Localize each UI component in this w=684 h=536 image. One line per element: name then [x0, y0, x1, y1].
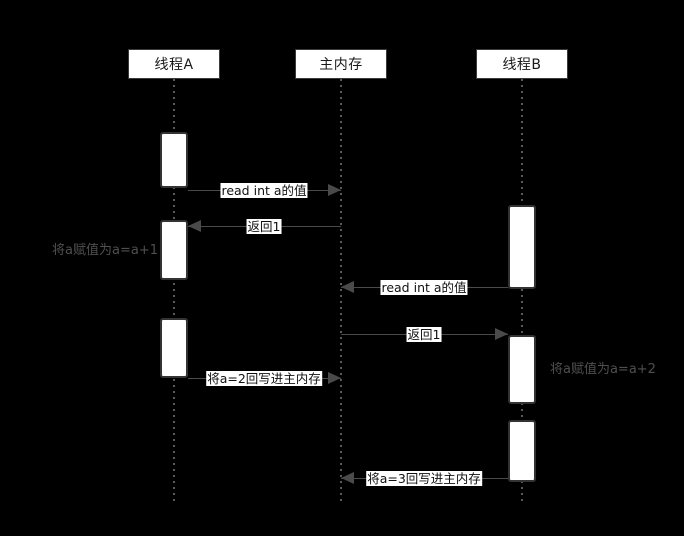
message-label-return-2: 返回1 — [406, 327, 442, 342]
message-label-writeback-2: 将a=2回写进主内存 — [206, 371, 322, 386]
activation-bar-thread-b-1 — [508, 205, 536, 289]
arrowhead-left-icon — [341, 472, 354, 484]
activation-bar-thread-a-3 — [160, 318, 188, 378]
arrowhead-right-icon — [328, 372, 341, 384]
participant-main-memory[interactable]: 主内存 — [295, 49, 387, 79]
lifeline-thread-a — [173, 79, 175, 505]
activation-bar-thread-a-2 — [160, 220, 188, 280]
activation-bar-thread-a-1 — [160, 132, 188, 188]
message-label-writeback-3: 将a=3回写进主内存 — [366, 471, 482, 486]
participant-thread-b[interactable]: 线程B — [476, 49, 568, 79]
arrowhead-right-icon — [328, 184, 341, 196]
activation-bar-thread-b-2 — [508, 335, 536, 404]
message-label-return-1: 返回1 — [246, 219, 282, 234]
message-label-read-a-2: read int a的值 — [380, 280, 468, 295]
activation-bar-thread-b-3 — [508, 420, 536, 482]
note-thread-a-assignment: 将a赋值为a=a+1 — [52, 243, 158, 258]
arrowhead-left-icon — [341, 281, 354, 293]
lifeline-thread-b — [521, 79, 523, 505]
note-thread-b-assignment: 将a赋值为a=a+2 — [550, 362, 656, 377]
arrowhead-right-icon — [495, 328, 508, 340]
participant-thread-a[interactable]: 线程A — [128, 49, 220, 79]
message-label-read-a-1: read int a的值 — [220, 183, 308, 198]
arrowhead-left-icon — [188, 220, 201, 232]
